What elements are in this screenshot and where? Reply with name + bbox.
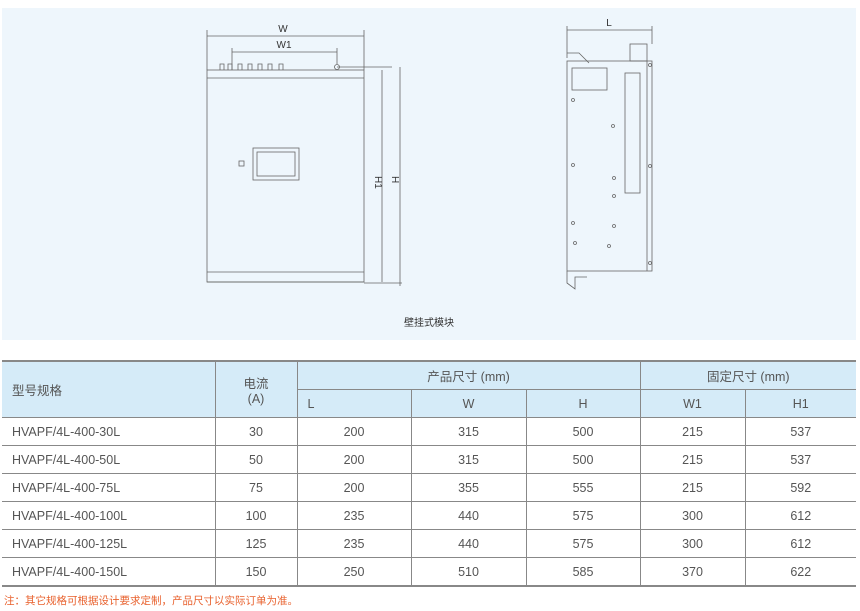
table-cell: 612	[744, 501, 856, 530]
table-cell: 575	[525, 529, 641, 558]
table-cell: 300	[639, 501, 746, 530]
table-cell: 537	[744, 417, 856, 446]
table-cell: 215	[639, 445, 746, 474]
header-model: 型号规格	[2, 360, 216, 418]
header-h1: H1	[744, 389, 856, 418]
table-cell: 510	[410, 557, 527, 587]
table-cell: 75	[214, 473, 298, 502]
table-cell: 315	[410, 417, 527, 446]
table-cell: 215	[639, 473, 746, 502]
table-cell: 150	[214, 557, 298, 587]
table-cell: 100	[214, 501, 298, 530]
table-cell: 555	[525, 473, 641, 502]
table-cell: HVAPF/4L-400-75L	[2, 473, 216, 502]
table-cell: 355	[410, 473, 527, 502]
header-product-size: 产品尺寸 (mm)	[296, 360, 641, 390]
drawing-panel: W W1 H1 H L 壁挂式模块	[2, 8, 856, 340]
table-cell: 200	[296, 445, 412, 474]
table-cell: 300	[639, 529, 746, 558]
table-cell: 440	[410, 529, 527, 558]
table-cell: 250	[296, 557, 412, 587]
table-cell: HVAPF/4L-400-50L	[2, 445, 216, 474]
footnote: 注：其它规格可根据设计要求定制，产品尺寸以实际订单为准。	[4, 595, 298, 607]
table-cell: 612	[744, 529, 856, 558]
table-cell: 315	[410, 445, 527, 474]
table-cell: 370	[639, 557, 746, 587]
table-cell: 200	[296, 473, 412, 502]
label-w: W	[278, 24, 288, 35]
table-cell: 235	[296, 501, 412, 530]
table-cell: 50	[214, 445, 298, 474]
header-w1: W1	[639, 389, 746, 418]
table-cell: HVAPF/4L-400-125L	[2, 529, 216, 558]
front-view	[206, 30, 402, 286]
table-cell: 235	[296, 529, 412, 558]
label-h1: H1	[372, 176, 383, 189]
table-cell: HVAPF/4L-400-150L	[2, 557, 216, 587]
table-cell: HVAPF/4L-400-30L	[2, 417, 216, 446]
table-cell: 537	[744, 445, 856, 474]
table-cell: 200	[296, 417, 412, 446]
table-cell: 440	[410, 501, 527, 530]
dimension-drawing: W W1 H1 H L	[206, 18, 653, 290]
table-cell: 500	[525, 417, 641, 446]
table-cell: 125	[214, 529, 298, 558]
header-l: L	[297, 389, 412, 418]
label-h: H	[389, 176, 400, 183]
header-w: W	[410, 389, 527, 418]
table-cell: 592	[744, 473, 856, 502]
table-cell: 500	[525, 445, 641, 474]
table-cell: 575	[525, 501, 641, 530]
header-current: 电流(A)	[214, 360, 298, 418]
spec-table: 型号规格 电流(A) 产品尺寸 (mm) 固定尺寸 (mm) L W H W1 …	[2, 360, 856, 587]
header-h: H	[525, 389, 641, 418]
table-cell: 30	[214, 417, 298, 446]
label-w1: W1	[277, 40, 292, 51]
table-cell: 622	[744, 557, 856, 587]
label-l: L	[606, 18, 612, 29]
side-view	[566, 26, 653, 290]
table-cell: 585	[525, 557, 641, 587]
table-cell: HVAPF/4L-400-100L	[2, 501, 216, 530]
drawing-caption: 壁挂式模块	[404, 318, 454, 329]
table-cell: 215	[639, 417, 746, 446]
header-fixed-size: 固定尺寸 (mm)	[639, 360, 856, 390]
